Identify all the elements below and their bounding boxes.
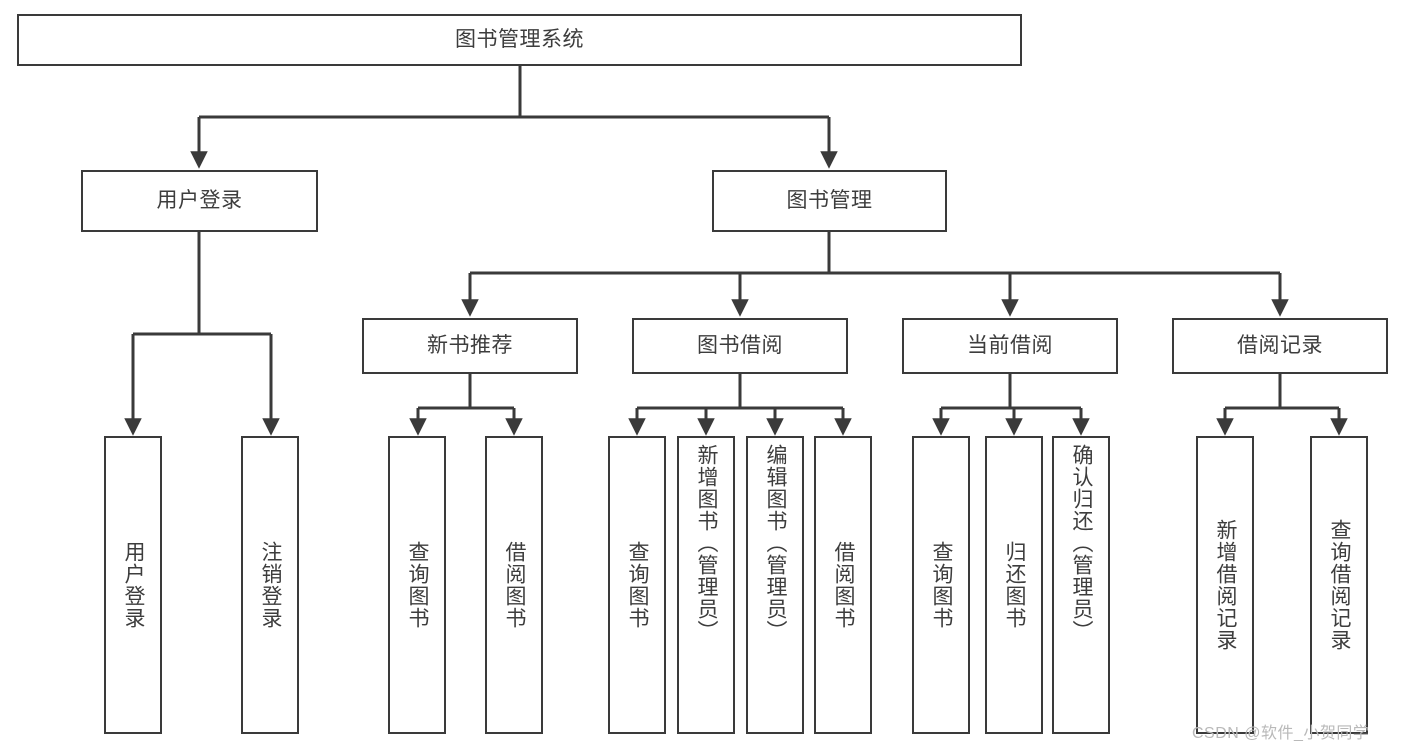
- leaf-book-borrow-edit-label: 编辑图书（管理员）: [764, 444, 788, 642]
- leaf-user-login-logout-label: 注销登录: [259, 541, 283, 629]
- leaf-book-borrow-add-label: 新增图书（管理员）: [695, 444, 719, 642]
- node-new-book-recommend-label: 新书推荐: [427, 334, 513, 358]
- leaf-current-borrow-confirm[interactable]: 确认归还（管理员）: [1052, 436, 1110, 734]
- node-book-management[interactable]: 图书管理: [712, 170, 947, 232]
- leaf-current-borrow-query[interactable]: 查询图书: [912, 436, 970, 734]
- leaf-new-book-borrow-label: 借阅图书: [503, 541, 527, 629]
- leaf-user-login-login[interactable]: 用户登录: [104, 436, 162, 734]
- leaf-current-borrow-return-label: 归还图书: [1003, 541, 1027, 629]
- node-root[interactable]: 图书管理系统: [17, 14, 1022, 66]
- leaf-new-book-query-label: 查询图书: [406, 541, 430, 629]
- node-user-login[interactable]: 用户登录: [81, 170, 318, 232]
- node-book-borrow-label: 图书借阅: [697, 334, 783, 358]
- leaf-borrow-record-add-label: 新增借阅记录: [1214, 519, 1238, 651]
- leaf-new-book-borrow[interactable]: 借阅图书: [485, 436, 543, 734]
- watermark-text: CSDN @软件_小贺同学: [1192, 725, 1370, 742]
- node-book-borrow[interactable]: 图书借阅: [632, 318, 848, 374]
- node-new-book-recommend[interactable]: 新书推荐: [362, 318, 578, 374]
- leaf-borrow-record-query[interactable]: 查询借阅记录: [1310, 436, 1368, 734]
- leaf-borrow-record-query-label: 查询借阅记录: [1328, 519, 1352, 651]
- node-book-management-label: 图书管理: [786, 189, 873, 213]
- node-user-login-label: 用户登录: [156, 189, 243, 213]
- leaf-new-book-query[interactable]: 查询图书: [388, 436, 446, 734]
- leaf-book-borrow-query[interactable]: 查询图书: [608, 436, 666, 734]
- leaf-user-login-login-label: 用户登录: [122, 541, 146, 629]
- node-current-borrow-label: 当前借阅: [967, 334, 1053, 358]
- leaf-current-borrow-query-label: 查询图书: [930, 541, 954, 629]
- leaf-book-borrow-add[interactable]: 新增图书（管理员）: [677, 436, 735, 734]
- node-borrow-record-label: 借阅记录: [1237, 334, 1323, 358]
- leaf-book-borrow-edit[interactable]: 编辑图书（管理员）: [746, 436, 804, 734]
- node-borrow-record[interactable]: 借阅记录: [1172, 318, 1388, 374]
- leaf-book-borrow-query-label: 查询图书: [626, 541, 650, 629]
- node-current-borrow[interactable]: 当前借阅: [902, 318, 1118, 374]
- node-root-label: 图书管理系统: [455, 28, 584, 52]
- leaf-current-borrow-confirm-label: 确认归还（管理员）: [1070, 444, 1094, 642]
- leaf-book-borrow-borrow-label: 借阅图书: [832, 541, 856, 629]
- leaf-user-login-logout[interactable]: 注销登录: [241, 436, 299, 734]
- leaf-borrow-record-add[interactable]: 新增借阅记录: [1196, 436, 1254, 734]
- leaf-current-borrow-return[interactable]: 归还图书: [985, 436, 1043, 734]
- leaf-book-borrow-borrow[interactable]: 借阅图书: [814, 436, 872, 734]
